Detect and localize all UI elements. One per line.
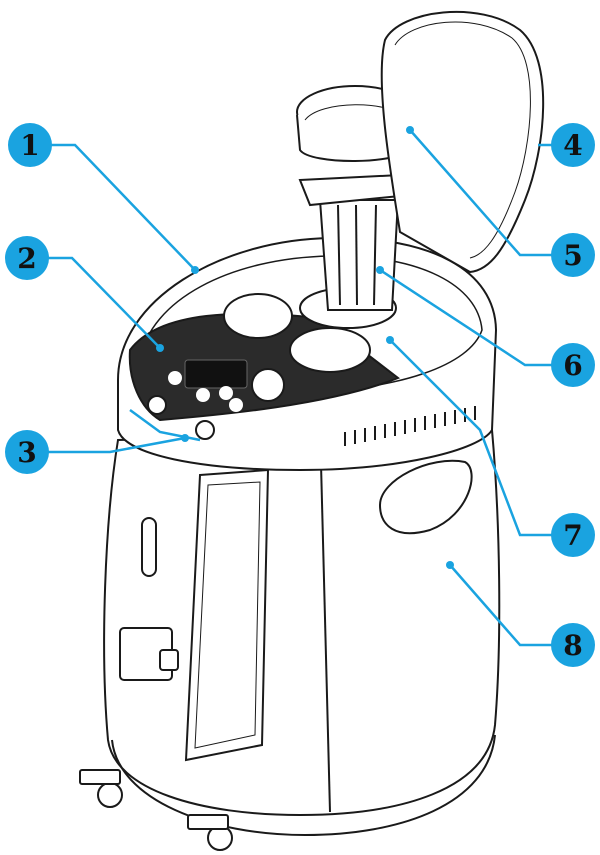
leader-line-6 — [379, 268, 555, 367]
callout-6-label: 6 — [563, 349, 582, 382]
callout-5-label: 5 — [563, 239, 582, 272]
leader-line-3 — [45, 436, 186, 454]
callout-6: 6 — [551, 343, 595, 387]
callout-5: 5 — [551, 233, 595, 277]
callout-4-label: 4 — [563, 129, 582, 162]
callout-4: 4 — [551, 123, 595, 167]
callout-8: 8 — [551, 623, 595, 667]
leader-dots — [156, 126, 454, 569]
callout-2: 2 — [5, 236, 49, 280]
callout-3-label: 3 — [17, 436, 36, 469]
leader-line-2 — [45, 256, 161, 349]
leader-line-1 — [48, 143, 196, 271]
leader-lines — [45, 129, 555, 647]
callout-1-label: 1 — [20, 129, 39, 162]
leader-line-5 — [409, 129, 555, 257]
leader-line-7 — [389, 339, 555, 537]
leader-line-8 — [449, 564, 555, 647]
callout-7-label: 7 — [563, 519, 582, 552]
callout-3: 3 — [5, 430, 49, 474]
vents — [344, 406, 476, 446]
side-handle — [378, 459, 473, 535]
callout-7: 7 — [551, 513, 595, 557]
lid — [380, 10, 545, 274]
filter-column — [298, 173, 412, 311]
callout-1: 1 — [8, 123, 52, 167]
casters — [79, 769, 233, 851]
callout-8-label: 8 — [563, 629, 582, 662]
callout-2-label: 2 — [17, 242, 36, 275]
